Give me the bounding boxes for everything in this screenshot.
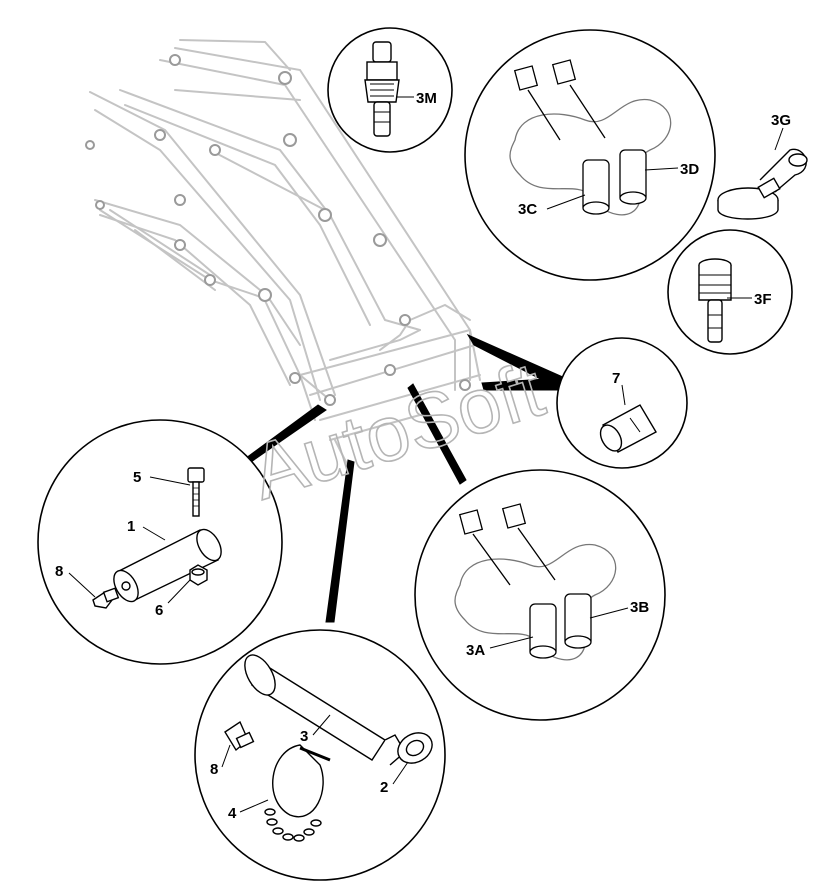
detail-circle-1	[37, 419, 283, 665]
callout-3f: 3F	[754, 291, 772, 308]
frame-pivots	[85, 54, 471, 406]
detail-circle-7	[556, 337, 688, 469]
callout-3b: 3B	[630, 599, 649, 616]
callout-3: 3	[300, 728, 308, 745]
dust-caps-3a-3b-drawing	[454, 503, 617, 661]
callout-2: 2	[380, 779, 388, 796]
callout-1: 1	[127, 518, 135, 535]
callout-3a: 3A	[466, 642, 485, 659]
pin-3-assembly-drawing	[224, 654, 433, 842]
callout-4: 4	[228, 805, 237, 822]
chain-links	[264, 808, 322, 842]
callout-5: 5	[133, 469, 141, 486]
callout-3g: 3G	[771, 112, 791, 129]
detail-circle-3a-3b	[414, 469, 666, 721]
detail-circle-3c-3d	[464, 29, 716, 281]
dust-caps-3c-3d-drawing	[509, 59, 672, 216]
pin-1-assembly-drawing	[92, 467, 222, 609]
callout-3c: 3C	[518, 201, 537, 218]
callout-8-left: 8	[55, 563, 63, 580]
nipple-3m-drawing	[364, 41, 400, 137]
coupler-3f-drawing	[698, 258, 732, 343]
callout-3m: 3M	[416, 90, 437, 107]
callout-8-bottom: 8	[210, 761, 218, 778]
callout-leaders	[68, 96, 784, 813]
callout-labels: 3M 3C 3D 3G 3F 7 5 1 8 6 3A 3B 3 8 2 4	[55, 90, 791, 822]
bushing-7-drawing	[599, 404, 657, 453]
clamp-3g-drawing	[717, 148, 808, 220]
callout-6: 6	[155, 602, 163, 619]
callout-3d: 3D	[680, 161, 699, 178]
leader-wedges	[245, 333, 566, 623]
callout-7: 7	[612, 370, 620, 387]
